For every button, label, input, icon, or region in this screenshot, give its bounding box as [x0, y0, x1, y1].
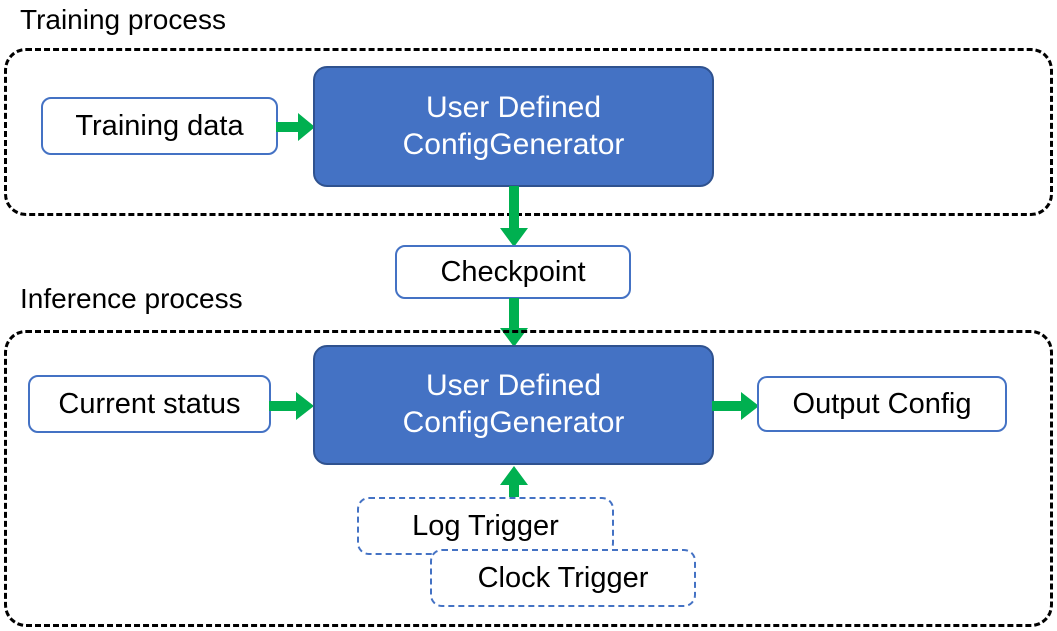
node-current-status[interactable]: Current status [28, 375, 271, 433]
node-user-defined-config-generator-inference[interactable]: User Defined ConfigGenerator [313, 345, 714, 465]
group-container-inference-process [4, 330, 1053, 627]
node-clock-trigger[interactable]: Clock Trigger [430, 549, 696, 607]
arrow-training-data-to-generator [276, 110, 316, 149]
node-training-data[interactable]: Training data [41, 97, 278, 155]
node-log-trigger[interactable]: Log Trigger [357, 497, 614, 555]
arrow-generator-to-output-config [712, 389, 760, 428]
arrow-checkpoint-to-generator [497, 298, 531, 353]
arrow-current-status-to-generator [269, 389, 315, 428]
node-output-config[interactable]: Output Config [757, 376, 1007, 432]
group-container-training-process [4, 48, 1053, 216]
generator-inference-line-2: ConfigGenerator [402, 406, 625, 439]
generator-inference-line-1: User Defined [425, 369, 602, 403]
arrow-trigger-to-generator [497, 466, 531, 511]
generator-training-line-2: ConfigGenerator [402, 127, 625, 161]
section-label-inference: Inference process [20, 283, 243, 314]
node-checkpoint[interactable]: Checkpoint [395, 245, 631, 299]
arrow-generator-to-checkpoint [497, 186, 531, 253]
section-label-training: Training process [20, 4, 226, 35]
generator-training-line-1: User Defined [425, 90, 602, 124]
node-user-defined-config-generator-training[interactable]: User Defined ConfigGenerator [313, 66, 714, 187]
